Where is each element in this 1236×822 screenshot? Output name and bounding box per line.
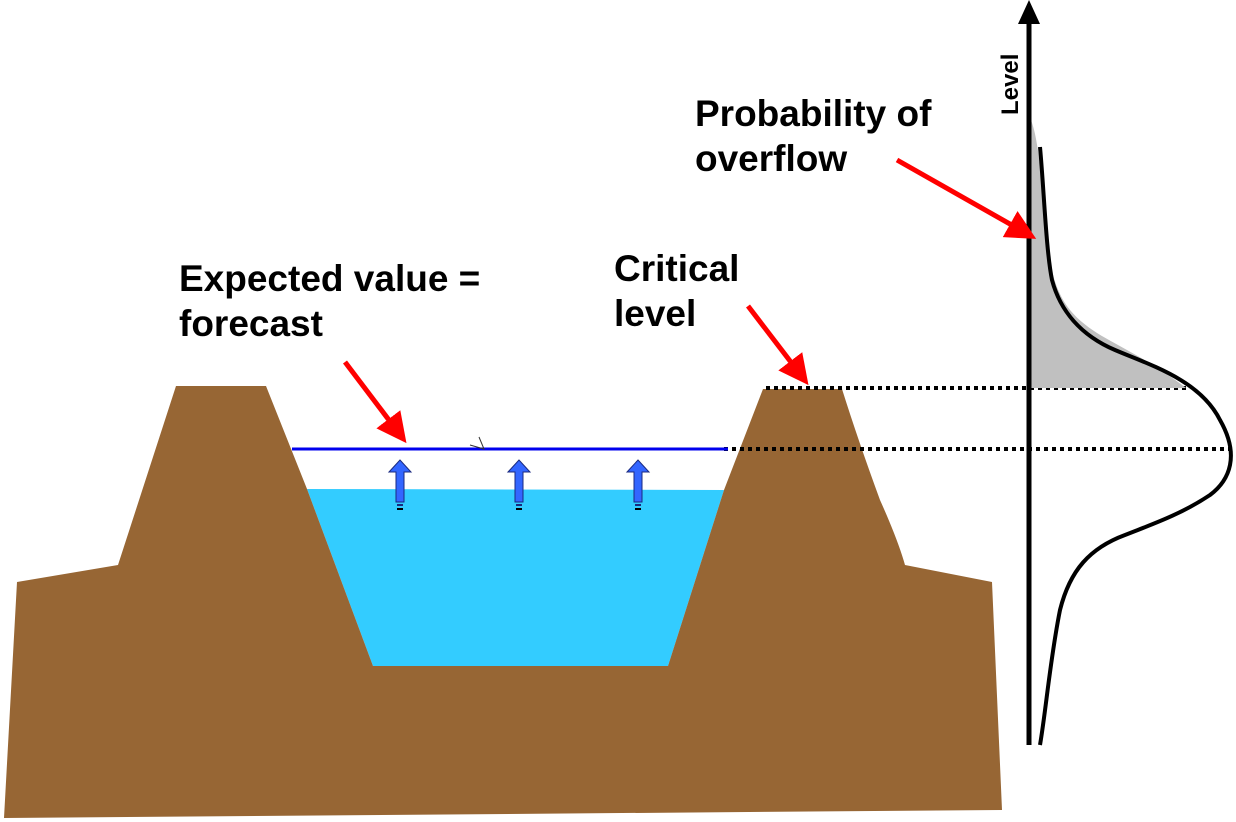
expected-value-label-line1: Expected value =: [179, 258, 480, 299]
earth-levees: [4, 386, 1002, 818]
expected-value-label-line2: forecast: [179, 303, 323, 344]
level-axis-label: Level: [997, 54, 1024, 115]
critical-level-label-line1: Critical: [614, 248, 739, 289]
probability-label-line2: overflow: [695, 138, 847, 179]
critical-level-label-line2: level: [614, 293, 696, 334]
stray-mark: [469, 436, 485, 450]
critical-level-arrow: [746, 304, 809, 386]
probability-density-curve: [1038, 146, 1233, 746]
rising-arrow: [387, 459, 413, 510]
level-axis-arrowhead: [1018, 0, 1040, 24]
expected-value-arrow: [343, 360, 407, 444]
water-body: [307, 489, 724, 666]
overflow-probability-arrow: [895, 157, 1037, 239]
rising-arrow: [506, 459, 532, 510]
overflow-probability-area: [1030, 118, 1186, 388]
rising-arrow: [625, 459, 651, 510]
probability-label-line1: Probability of: [695, 93, 932, 134]
